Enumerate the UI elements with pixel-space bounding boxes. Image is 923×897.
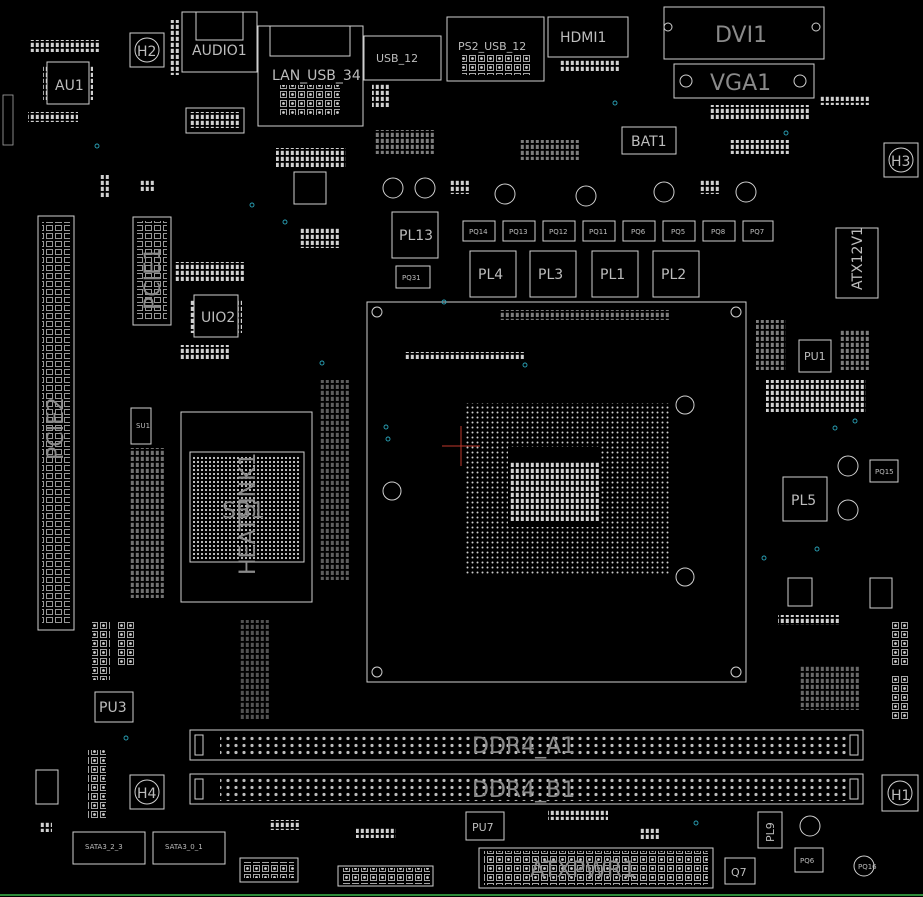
pl1-inductor: PL1 bbox=[591, 250, 639, 298]
h2-mount-hole: H2 bbox=[129, 32, 165, 68]
lan-usb34-label: LAN_USB_34 bbox=[272, 68, 361, 84]
ps2-usb12-label: PS2_USB_12 bbox=[458, 40, 526, 53]
ddr4-a1-label: DDR4_A1 bbox=[472, 734, 575, 759]
ddr4-b1-label: DDR4_B1 bbox=[472, 778, 575, 803]
heatsink1-label: HEATSINK1 bbox=[236, 452, 261, 575]
pcie2-label: PCIE2 bbox=[44, 397, 69, 460]
pq12-label: PQ12 bbox=[549, 228, 568, 236]
ddr4-b1-slot: DDR4_B1 bbox=[189, 773, 864, 805]
pcie1-label: PCIE1 bbox=[141, 247, 166, 310]
pq15-label: PQ15 bbox=[875, 468, 894, 476]
pq16-label: PQ16 bbox=[858, 863, 877, 871]
vga1-label: VGA1 bbox=[710, 71, 771, 96]
sata3-23-connector: SATA3_2_3 bbox=[72, 831, 146, 865]
pq8-label: PQ8 bbox=[711, 228, 725, 236]
pq5-label: PQ5 bbox=[671, 228, 685, 236]
au1-label: AU1 bbox=[55, 78, 84, 94]
sata3-23-label: SATA3_2_3 bbox=[85, 843, 123, 851]
sb1-label: SB1 bbox=[222, 499, 265, 524]
h4-mount-hole: H4 bbox=[129, 774, 165, 810]
pu7-label: PU7 bbox=[472, 821, 494, 834]
h2-label: H2 bbox=[137, 44, 156, 60]
pq6b-label: PQ6 bbox=[631, 228, 646, 236]
bat1-battery: BAT1 bbox=[621, 126, 677, 155]
pcie2-slot: PCIE2 bbox=[37, 215, 75, 631]
uio2-label: UIO2 bbox=[201, 310, 235, 326]
pl3-label: PL3 bbox=[538, 267, 563, 283]
ddr4-a1-slot: DDR4_A1 bbox=[189, 729, 864, 761]
pu1-chip: PU1 bbox=[798, 339, 832, 373]
vrm-mosfet-row: PQ14 PQ13 PQ12 PQ11 PQ6 PQ5 PQ8 PQ7 bbox=[462, 220, 774, 242]
pq11-label: PQ11 bbox=[589, 228, 608, 236]
pu3-chip: PU3 bbox=[94, 691, 134, 723]
pq13-label: PQ13 bbox=[509, 228, 528, 236]
usb12-connector: USB_12 bbox=[363, 35, 442, 108]
audio1-label: AUDIO1 bbox=[192, 43, 247, 59]
atx12v1-connector: ATX12V1 bbox=[835, 227, 879, 299]
q7-transistor: Q7 bbox=[724, 857, 756, 885]
h1-label: H1 bbox=[891, 788, 910, 804]
ps2-usb12-connector: PS2_USB_12 bbox=[446, 16, 545, 82]
hdmi1-label: HDMI1 bbox=[560, 30, 606, 46]
atxpwr1-connector: ATXPWR1 bbox=[478, 847, 714, 889]
sata3-01-label: SATA3_0_1 bbox=[165, 843, 203, 851]
vga1-connector: VGA1 bbox=[673, 63, 815, 99]
h3-label: H3 bbox=[891, 154, 910, 170]
pu7-chip: PU7 bbox=[465, 811, 505, 841]
cpu-socket bbox=[366, 301, 747, 683]
pq14-label: PQ14 bbox=[469, 228, 488, 236]
q7-label: Q7 bbox=[731, 866, 747, 879]
audio1-connector: AUDIO1 bbox=[170, 11, 258, 75]
pu3-label: PU3 bbox=[99, 700, 127, 716]
bat1-label: BAT1 bbox=[631, 134, 667, 150]
uio2-chip: UIO2 bbox=[190, 294, 242, 338]
dvi1-connector: DVI1 bbox=[663, 6, 825, 60]
pl2-label: PL2 bbox=[661, 267, 686, 283]
pl2-inductor: PL2 bbox=[652, 250, 700, 298]
usb12-label: USB_12 bbox=[376, 52, 418, 65]
pq6-label: PQ6 bbox=[800, 857, 815, 865]
au1-chip: AU1 bbox=[43, 61, 93, 105]
pl1-label: PL1 bbox=[600, 267, 625, 283]
pl5-inductor: PL5 bbox=[782, 476, 828, 522]
pl4-label: PL4 bbox=[478, 267, 503, 283]
pl4-inductor: PL4 bbox=[469, 250, 517, 298]
sb1-chipset: SB1 HEATSINK1 bbox=[180, 411, 313, 603]
su1-label: SU1 bbox=[136, 422, 150, 430]
pl5-label: PL5 bbox=[791, 493, 816, 509]
pq7-label: PQ7 bbox=[750, 228, 764, 236]
pq6-transistor: PQ6 bbox=[794, 847, 824, 873]
h3-mount-hole: H3 bbox=[883, 142, 919, 178]
pl3-inductor: PL3 bbox=[529, 250, 577, 298]
pl9-inductor: PL9 bbox=[757, 811, 783, 849]
pl9-label: PL9 bbox=[764, 822, 777, 842]
sata3-01-connector: SATA3_0_1 bbox=[152, 831, 226, 865]
pl13-label: PL13 bbox=[399, 228, 433, 244]
h4-label: H4 bbox=[137, 786, 157, 802]
pcie1-slot: PCIE1 bbox=[132, 216, 172, 326]
lan-usb34-connector: LAN_USB_34 bbox=[257, 25, 364, 127]
h1-mount-hole: H1 bbox=[881, 774, 919, 812]
dvi1-label: DVI1 bbox=[715, 23, 767, 48]
atxpwr1-label: ATXPWR1 bbox=[530, 858, 636, 883]
pq31-label: PQ31 bbox=[402, 274, 421, 282]
atx12v1-label: ATX12V1 bbox=[850, 227, 866, 290]
hdmi1-connector: HDMI1 bbox=[547, 16, 629, 72]
pl13-inductor: PL13 bbox=[391, 211, 439, 259]
pu1-label: PU1 bbox=[804, 350, 826, 363]
